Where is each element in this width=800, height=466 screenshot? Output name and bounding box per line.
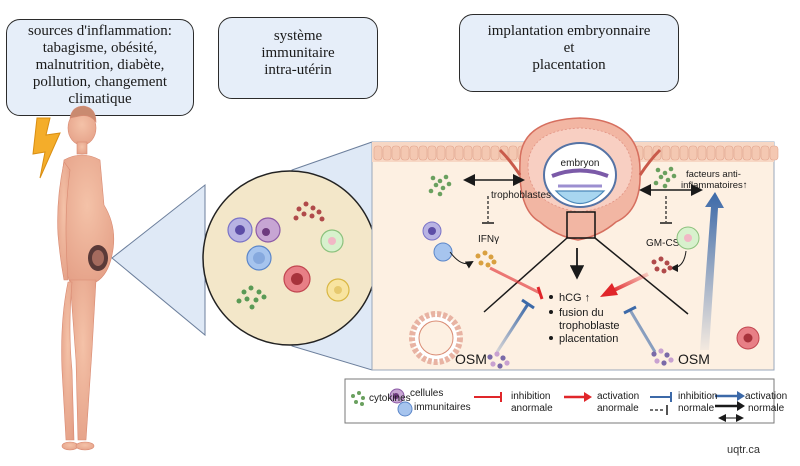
epithelial-cell <box>472 145 482 161</box>
epithelial-cell <box>769 145 779 161</box>
immune-line: immunitaire <box>261 45 335 61</box>
legend-inhib-normal-2: normale <box>678 403 715 414</box>
osm-left-label: OSM <box>455 351 487 367</box>
sources-line: malnutrition, diabète, <box>35 57 165 73</box>
immune-line: intra-utérin <box>264 62 332 78</box>
abnormal-inhibition-red <box>489 266 541 295</box>
legend-box <box>344 378 775 424</box>
epithelial-cell <box>661 145 671 161</box>
osm-activation-arrow <box>700 192 724 350</box>
sources-line: tabagisme, obésité, <box>42 40 158 56</box>
epithelial-cell <box>760 145 770 161</box>
cytokine-cluster-left <box>428 174 452 197</box>
outcome-trophoblast: trophoblaste <box>559 320 620 332</box>
osm-right-label: OSM <box>678 351 710 367</box>
epithelial-cell <box>427 145 437 161</box>
epithelial-cell <box>688 145 698 161</box>
epithelial-cell <box>697 145 707 161</box>
implantation-line: implantation embryonnaire <box>487 23 651 39</box>
epithelial-cell <box>463 145 473 161</box>
epithelial-cell <box>400 145 410 161</box>
legend-immune-label-1: cellules <box>410 388 444 399</box>
zoom-cone-1 <box>111 183 206 337</box>
epithelial-cell <box>715 145 725 161</box>
epithelial-cell <box>445 145 455 161</box>
sources-line: climatique <box>68 91 132 107</box>
fetus-icon <box>88 245 108 271</box>
epithelial-cell <box>490 145 500 161</box>
epithelial-cell <box>454 145 464 161</box>
immune-system-box: système immunitaire intra-utérin <box>218 17 378 99</box>
abnormal-activation-red <box>609 272 649 294</box>
immune-cell-icon <box>433 242 453 262</box>
anti-inflam-label-2: inflammatoires↑ <box>681 180 748 191</box>
epithelial-cell <box>436 145 446 161</box>
epithelial-cell <box>751 145 761 161</box>
outcome-placentation: placentation <box>559 333 618 345</box>
immune-line: système <box>273 28 323 44</box>
epithelial-cell <box>481 145 491 161</box>
legend-act-abnormal-2: anormale <box>597 403 639 414</box>
outcome-list: hCG ↑ fusion du trophoblaste placentatio… <box>549 292 620 345</box>
epithelial-cell <box>373 145 383 161</box>
immune-magnifier-circle <box>202 170 378 346</box>
outcome-fusion: fusion du <box>559 307 604 319</box>
legend-inhib-abnormal-2: anormale <box>511 403 553 414</box>
funnel-line-left <box>483 237 568 313</box>
implantation-line: et <box>563 40 575 56</box>
epithelial-cell <box>742 145 752 161</box>
ifng-label: IFNγ <box>478 234 499 245</box>
epithelial-cell <box>733 145 743 161</box>
uterine-gland-icon <box>409 311 463 365</box>
watermark: uqtr.ca <box>726 444 760 456</box>
legend-inhib-normal-1: inhibition <box>678 391 718 402</box>
epithelial-cell <box>382 145 392 161</box>
legend-cytokines-icon <box>351 391 365 406</box>
implantation-line: placentation <box>532 57 606 73</box>
epithelial-cell <box>409 145 419 161</box>
gmcsf-cytokines-icon <box>651 256 673 274</box>
sources-line: sources d'inflammation: <box>28 23 172 39</box>
anti-inflam-label-1: facteurs anti- <box>686 169 741 180</box>
inflammation-sources-box: sources d'inflammation: tabagisme, obési… <box>6 19 194 116</box>
epithelial-cell <box>418 145 428 161</box>
epithelial-cell <box>679 145 689 161</box>
lightning-bolt-icon <box>32 117 61 179</box>
legend-cytokines-label: cytokines <box>369 393 411 404</box>
outcome-hcg: hCG ↑ <box>559 292 590 304</box>
legend-act-abnormal-1: activation <box>597 391 640 402</box>
osm-inhibition-left <box>495 303 530 353</box>
osm-inhibition-right <box>628 309 657 353</box>
epithelial-cell <box>508 145 518 161</box>
sources-line: pollution, changement <box>32 74 168 90</box>
legend-immune-label-2: immunitaires <box>414 402 471 413</box>
legend-inhib-abnormal-1: inhibition <box>511 391 551 402</box>
epithelial-cell <box>643 145 653 161</box>
implantation-box: implantation embryonnaire et placentatio… <box>459 14 679 92</box>
legend-act-normal-1: activation <box>745 391 788 402</box>
osm-cytokines-left-icon <box>487 351 510 369</box>
gmcsf-label: GM-CSF <box>646 238 685 249</box>
epithelial-cell <box>670 145 680 161</box>
epithelial-cell <box>706 145 716 161</box>
trophoblasts-label: trophoblastes <box>491 190 551 201</box>
embryo-implantation-site <box>498 117 662 241</box>
epithelial-cell <box>391 145 401 161</box>
pregnant-woman-figure <box>57 105 115 451</box>
epithelial-cell <box>724 145 734 161</box>
osm-cytokines-right-icon <box>651 348 674 366</box>
legend-act-normal-2: normale <box>748 403 785 414</box>
ifng-cytokines-icon <box>475 250 497 268</box>
embryo-label: embryon <box>561 158 600 169</box>
